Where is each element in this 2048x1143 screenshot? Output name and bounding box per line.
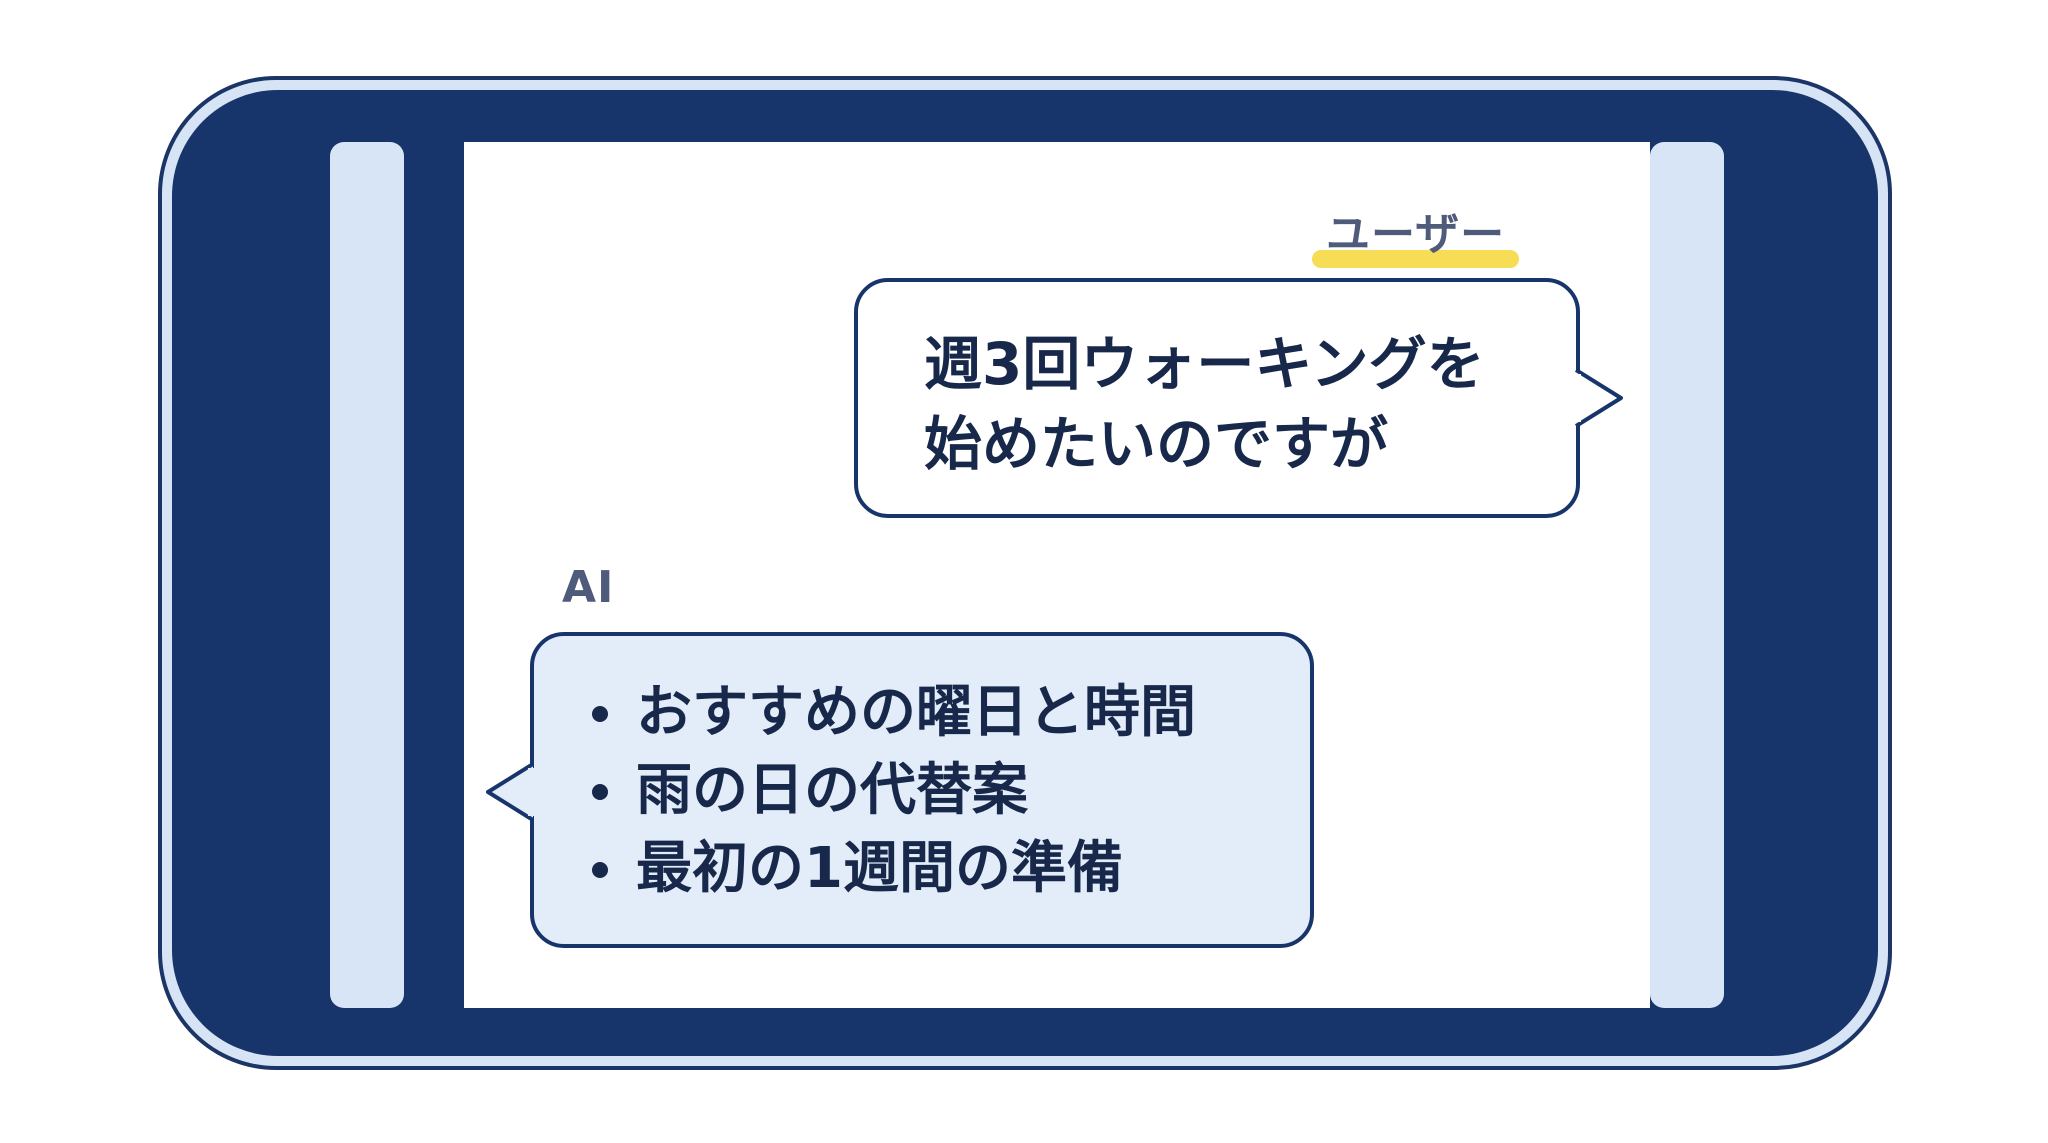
label-highlight [1312, 250, 1520, 268]
user-speaker-label: ユーザー [1312, 198, 1520, 268]
right-side-panel [1644, 142, 1724, 1008]
user-bubble-tail [1575, 368, 1623, 428]
list-item: 最初の1週間の準備 [588, 830, 1280, 908]
user-message-line-2: 始めたいのですが [924, 410, 1389, 478]
list-item: 雨の日の代替案 [588, 752, 1280, 830]
left-side-panel [330, 142, 410, 1008]
bullet-icon [592, 706, 608, 722]
list-item: おすすめの曜日と時間 [588, 674, 1280, 752]
ai-message-bubble: おすすめの曜日と時間 雨の日の代替案 最初の1週間の準備 [530, 632, 1314, 948]
ai-speaker-label: AI [562, 562, 615, 613]
bullet-icon [592, 784, 608, 800]
bullet-icon [592, 862, 608, 878]
user-message-bubble: 週3回ウォーキングを 始めたいのですが [854, 278, 1580, 518]
ai-suggestion-list: おすすめの曜日と時間 雨の日の代替案 最初の1週間の準備 [588, 674, 1280, 908]
user-message-line-1: 週3回ウォーキングを [924, 330, 1485, 398]
ai-bubble-tail [486, 762, 534, 822]
